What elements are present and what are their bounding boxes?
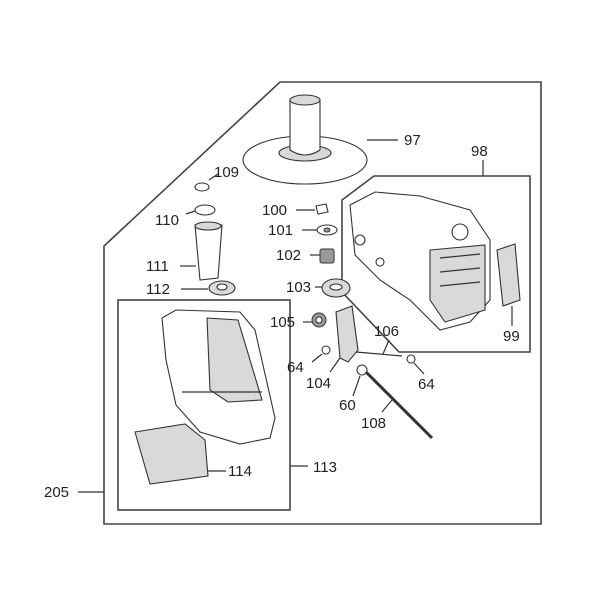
- callout-112: 112: [146, 281, 170, 298]
- callout-104: 104: [306, 375, 331, 392]
- part-101-washer: [302, 224, 338, 236]
- callout-98: 98: [471, 143, 488, 160]
- callout-109: 109: [214, 164, 239, 181]
- part-106-pin: [355, 339, 403, 357]
- part-104-pinion: [329, 305, 359, 373]
- callout-205: 205: [44, 484, 69, 501]
- part-60-ball: [352, 364, 368, 397]
- callout-105: 105: [270, 314, 295, 331]
- callout-111: 111: [146, 258, 169, 275]
- part-110-washer: [185, 204, 216, 216]
- part-109-washer: [194, 173, 219, 192]
- subassembly-frame-113: [117, 299, 291, 511]
- callout-103: 103: [286, 279, 311, 296]
- part-112-nut: [181, 280, 236, 296]
- callout-64-right: 64: [418, 376, 435, 393]
- callout-100: 100: [262, 202, 287, 219]
- callout-108: 108: [361, 415, 386, 432]
- part-113-shroud: [161, 309, 276, 445]
- part-64-screws: [311, 345, 425, 375]
- part-99-plate: [496, 243, 521, 326]
- callout-102: 102: [276, 247, 301, 264]
- callout-97: 97: [404, 132, 421, 149]
- callout-99: 99: [503, 328, 520, 345]
- assembly-frame-205: [103, 81, 542, 525]
- part-114-sheet: [134, 423, 226, 485]
- part-100-clip: [296, 203, 329, 215]
- part-103-bearing: [315, 278, 351, 298]
- part-98-housing: [349, 191, 491, 331]
- callout-60: 60: [339, 397, 356, 414]
- part-108-rod: [364, 370, 434, 440]
- callout-110: 110: [155, 212, 179, 229]
- callout-114: 114: [228, 463, 252, 480]
- callout-64-left: 64: [287, 359, 304, 376]
- part-111-sleeve: [180, 221, 223, 281]
- part-97-disc: [242, 94, 398, 185]
- callout-106: 106: [374, 323, 399, 340]
- part-105-spring: [303, 312, 327, 328]
- callout-101: 101: [268, 222, 293, 239]
- subassembly-frame-98: [341, 175, 531, 353]
- callout-113: 113: [313, 459, 337, 476]
- part-102-gear: [310, 248, 335, 264]
